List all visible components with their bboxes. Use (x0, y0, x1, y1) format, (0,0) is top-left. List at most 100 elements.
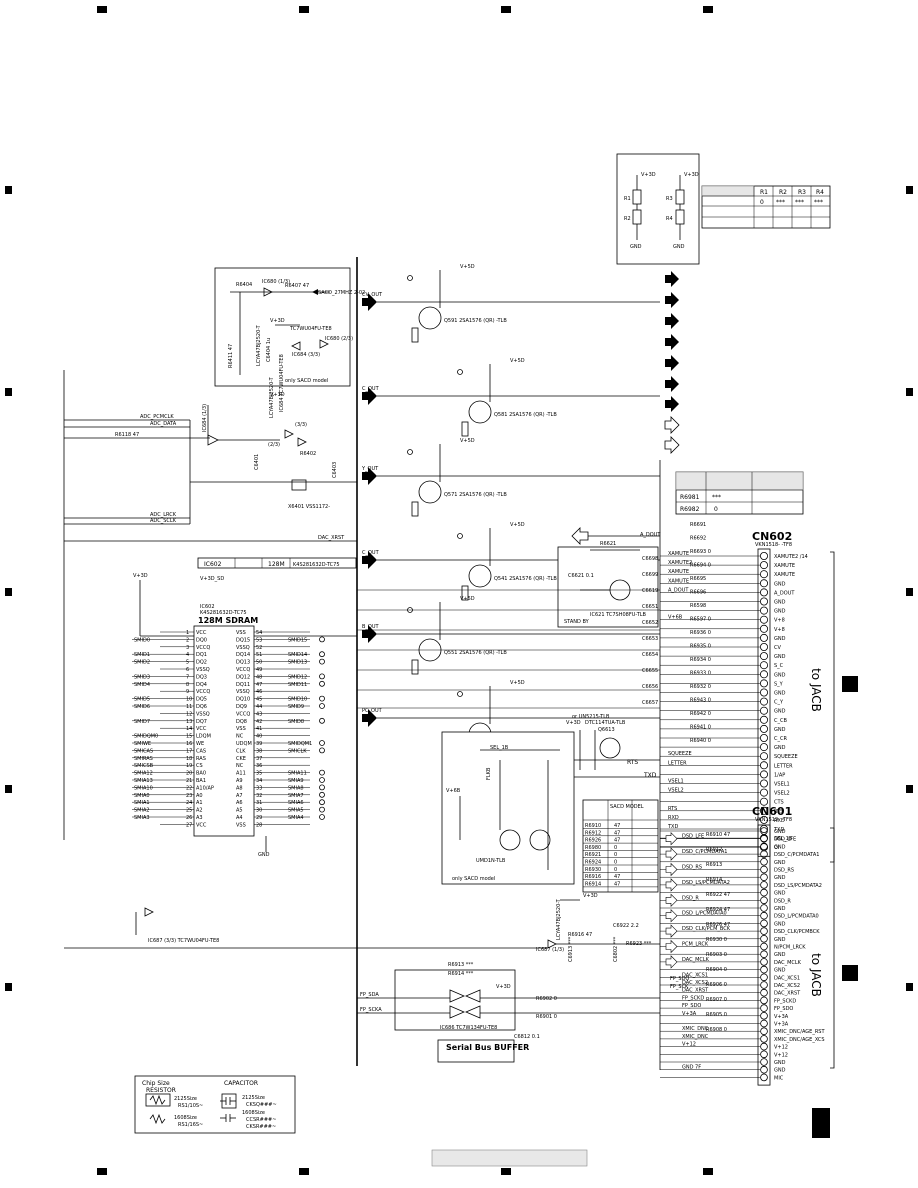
sdram-right-net: SMIDQM1 (288, 741, 312, 747)
sdram-left-pin-num: 2 (186, 637, 189, 643)
sdram-right-pin-num: 29 (256, 815, 262, 821)
sdram-right-pin-num: 38 (256, 748, 262, 754)
sdram-right-net-terminal (319, 703, 325, 709)
sdram-left-net: SMICAS (134, 748, 153, 754)
sacd-table-ref: R6914 (585, 881, 601, 887)
cn602-pin-circle (760, 588, 769, 597)
cn602-pin-label: TXD (773, 827, 784, 833)
cn602-pin-label: S_C (774, 663, 784, 669)
cn602-resistor-label: R6692 (690, 536, 706, 542)
ic687-left: IC687 (3/3) TC7WU04FU-TE8 (135, 907, 219, 944)
sdram-right-pin-num: 50 (256, 660, 262, 666)
rts-supply: V+3D (566, 720, 581, 726)
cn602-resistor-label: R6691 (690, 522, 706, 528)
cn602-resistor-label: R6693 0 (690, 549, 711, 555)
cn601-pin-circle (760, 873, 768, 881)
sacd-table-ref: R6924 (585, 860, 601, 866)
sdram-left-net: SMIRAS (134, 756, 153, 762)
sdram-left-pin-name: A0 (196, 793, 203, 799)
cn602-pin-circle (760, 597, 769, 606)
cn601-net-arrow (665, 939, 678, 954)
cn601-resistor-label: R6908 0 (706, 1027, 727, 1033)
cn602-pin-circle (760, 715, 769, 724)
sdram-right-net-terminal (319, 680, 325, 687)
sdram-right-net: SMIA9 (288, 778, 304, 784)
sdram-left-pin-num: 8 (186, 682, 189, 688)
cn602-net-label: A_DOUT (668, 587, 689, 593)
flkb-1: SEL_1B (490, 745, 509, 751)
cn602-net-label: XAMUTE (668, 551, 689, 557)
cn601-pin-circle (760, 981, 768, 989)
cn601-pin-circle (760, 834, 768, 843)
sdram-left-pin-name: VCC (196, 822, 207, 828)
sdram-left-net: SMIA10 (134, 785, 153, 791)
cn602-pin-label: GND (774, 745, 786, 751)
sdram-left-pin-name: DQ4 (196, 682, 207, 688)
cn602-pin-label: C_Y (774, 700, 784, 706)
r-inset-label-2: R1 (624, 196, 631, 202)
video-test-point (457, 691, 463, 697)
cn602-pin-label: RXD (774, 818, 785, 824)
sdram-right-pin-num: 42 (256, 719, 262, 725)
sdram-right-net-terminal (319, 740, 325, 746)
cn601-pin-circle (760, 850, 768, 858)
cn602-part: VKN1518- -TF8 (755, 542, 792, 548)
video-supply-label: V+5D (460, 596, 475, 602)
resistor-1608-icon (149, 1113, 166, 1125)
adc-part-5: R6402 (300, 451, 316, 457)
video-transistor-label: Q551 2SA1576 (QR) -TLB (444, 650, 507, 656)
sdram-left-pin-num: 9 (186, 689, 189, 695)
sdram-left-pin-num: 13 (186, 719, 192, 725)
r-inset-label-1: V+3D (684, 172, 699, 178)
cn601-pin-label: GND (774, 844, 786, 850)
cn602-resistor-label: R6597 0 (690, 617, 711, 623)
legend-resistor: RESISTOR (146, 1087, 176, 1094)
video-transistor (418, 480, 442, 504)
resistor-table: R1 R2 R3 R4 0 *** *** *** (701, 185, 831, 229)
cn601-pin-circle (760, 896, 768, 905)
cn602-pin-circle (760, 652, 769, 661)
cn602-pin-circle (760, 670, 769, 679)
video-transistor-label: Q591 2SA1576 (QR) -TLB (444, 318, 507, 324)
cn602-net-label: SQUEEZE (668, 751, 692, 757)
sdram-right-net-terminal (319, 799, 325, 806)
sdram-right-pin-name: NC (236, 734, 244, 740)
legend-r1608: 1608Size (174, 1115, 197, 1121)
cn601-pin-circle (760, 911, 768, 920)
video-supply-label: V+5D (510, 522, 525, 528)
cn601-net-label: DAC_XCS2 (682, 980, 708, 986)
sb-supply: V+3D (496, 984, 511, 990)
cn602-pin-label: VSEL1 (774, 782, 790, 788)
video-net-label: B_OUT (362, 624, 380, 630)
sdram-right-net-terminal (319, 747, 325, 754)
adc-res: R6118 47 (115, 432, 139, 438)
sdram-right-net: SMID9 (288, 704, 304, 710)
cn601-pin-label: DSD_RS (774, 868, 794, 874)
cn601-pin-circle (760, 1019, 768, 1028)
sdram-right-pin-num: 40 (256, 734, 262, 740)
cn601-resistor-label: R6913 (706, 862, 722, 868)
cn602-cap-label: C6657 (642, 700, 658, 706)
cn601-pin-label: GND (774, 906, 786, 912)
cn601-net-label: FP_SCKD (682, 995, 704, 1001)
cn602-pin-label: XAMUTE (774, 572, 795, 578)
legend-capacitor: CAPACITOR (224, 1080, 258, 1087)
sacd-table-val: 0 (614, 852, 617, 858)
cn601-pin-label: GND (774, 921, 786, 927)
sb-p4: C6812 0.1 (514, 1034, 540, 1040)
rts-net-1: TXD (643, 772, 657, 779)
cn601-net-label: DSD_C/PCMDATA1 (682, 849, 727, 855)
rts-t1: or UN5215-TLB (572, 714, 610, 720)
cn601-net-label: V+3A (682, 1011, 697, 1017)
cn601-pin-circle (760, 1058, 768, 1066)
cn602-pin-circle (760, 734, 769, 743)
sdram-right-pin-num: 53 (256, 637, 262, 643)
r6981-table: R6981 *** R6982 0 (675, 471, 804, 515)
sacd-lbl-11: only SACD model (285, 378, 328, 384)
sacd-table-val: 47 (614, 838, 620, 844)
sdram-right-pin-num: 39 (256, 741, 262, 747)
legend-r2125: 2125Size (174, 1096, 197, 1102)
flkb-0: V+6B (446, 788, 461, 794)
cn602-pin-label: V+8 (774, 627, 785, 633)
sdram-right-net: SMIA8 (288, 785, 304, 791)
